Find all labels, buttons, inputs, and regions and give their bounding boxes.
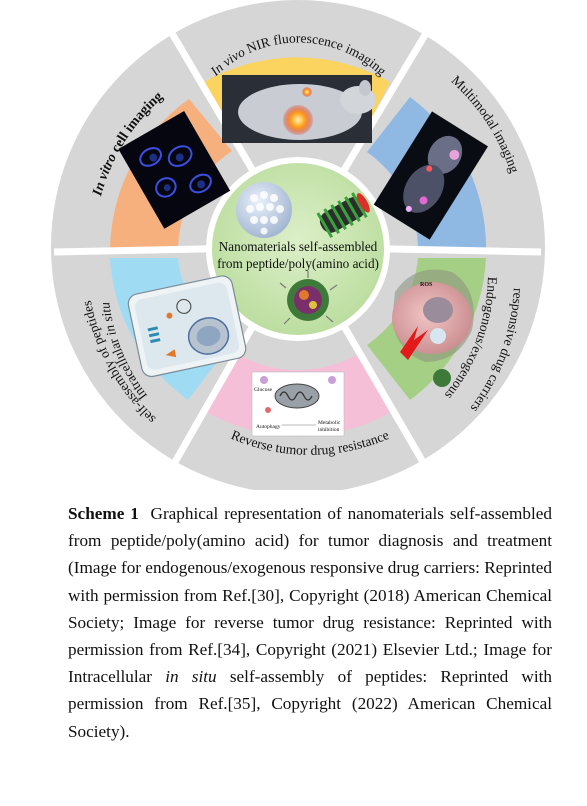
laser-icon bbox=[400, 326, 428, 360]
caption-text-1: Graphical representation of nanomaterial… bbox=[68, 504, 553, 687]
caption-label: Scheme 1 bbox=[68, 504, 139, 523]
scheme-diagram: Nanomaterials self-assembled from peptid… bbox=[51, 0, 545, 490]
caption-italic: in situ bbox=[165, 667, 217, 687]
center-label-line2: from peptide/poly(amino acid) bbox=[217, 256, 379, 271]
mito-panel: Glucose Autophagy Metabolic inhibition bbox=[251, 371, 345, 437]
metabolic-label-line1: Metabolic bbox=[318, 420, 341, 426]
autophagy-label: Autophagy bbox=[256, 424, 281, 430]
nir-hotspot-small-icon bbox=[302, 87, 312, 97]
drug-carrier-image: ROS bbox=[392, 269, 474, 387]
invitro-image bbox=[118, 111, 231, 229]
nanoparticle-small-icon bbox=[433, 369, 451, 387]
ros-label: ROS bbox=[420, 282, 433, 288]
intracellular-image bbox=[127, 275, 247, 378]
figure-caption: Scheme 1 Graphical representation of nan… bbox=[68, 500, 552, 745]
nanofiber-icon bbox=[316, 192, 370, 238]
nanosphere-icon bbox=[236, 182, 292, 238]
glucose-label: Glucose bbox=[254, 387, 273, 393]
caption-text-2: self-assembly of peptides: Reprinted wit… bbox=[68, 667, 552, 741]
nir-hotspot-icon bbox=[283, 105, 313, 135]
nir-image bbox=[222, 75, 376, 143]
multimodal-image bbox=[373, 111, 488, 240]
nanoparticle-icon bbox=[279, 271, 338, 325]
metabolic-label-line2: inhibition bbox=[318, 427, 340, 433]
center-label-line1: Nanomaterials self-assembled bbox=[219, 239, 378, 254]
